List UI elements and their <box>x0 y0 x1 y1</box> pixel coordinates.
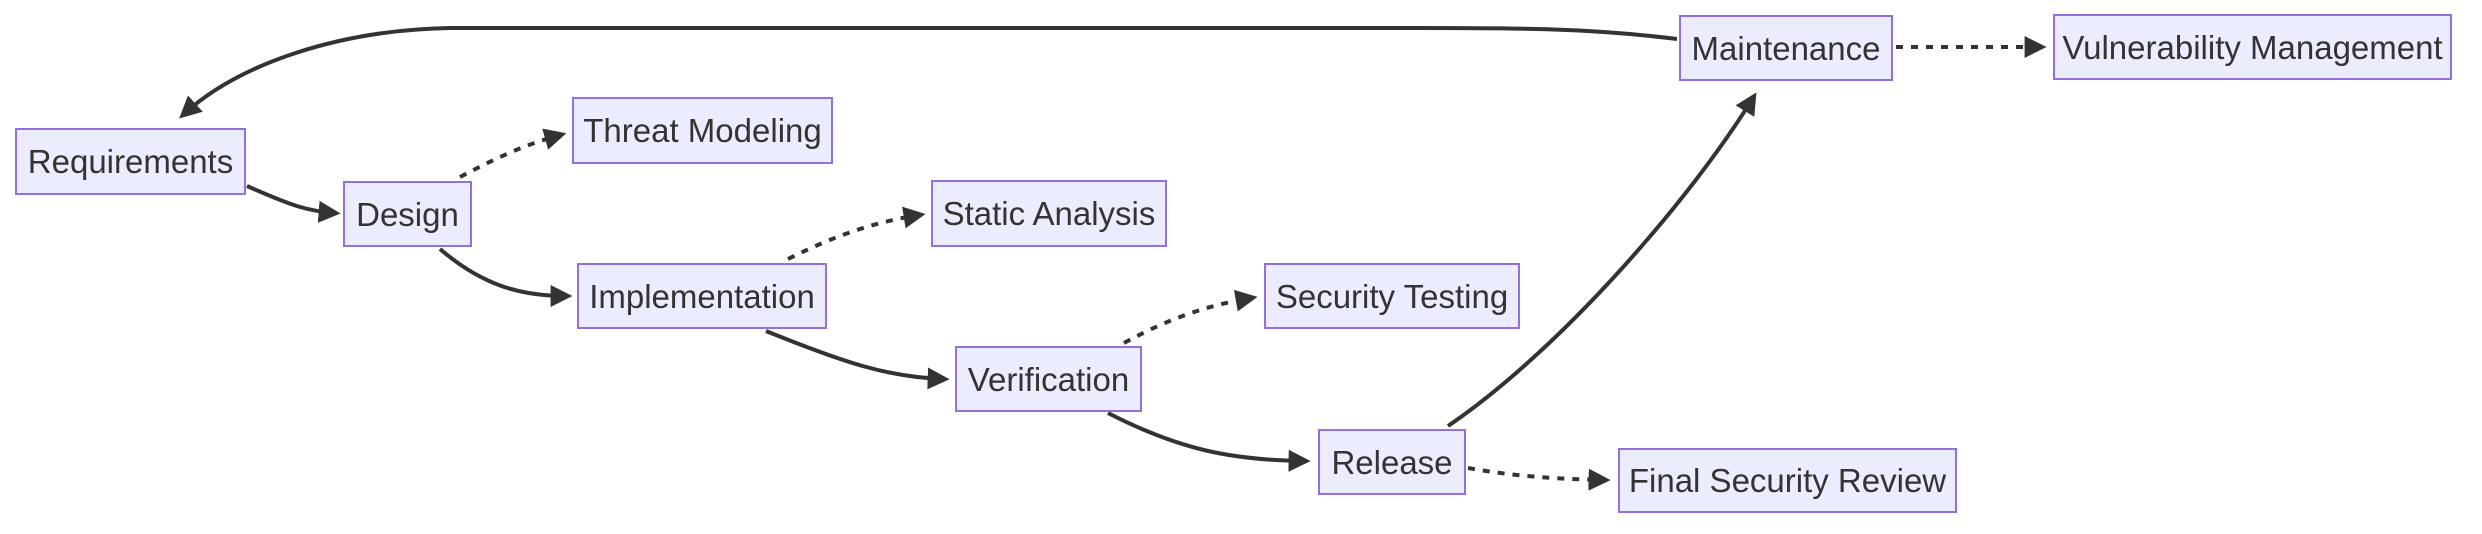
node-security-testing: Security Testing <box>1264 263 1520 329</box>
node-release: Release <box>1318 429 1466 495</box>
node-requirements: Requirements <box>15 128 246 195</box>
node-final-security-review: Final Security Review <box>1618 448 1957 513</box>
node-vulnerability-management: Vulnerability Management <box>2053 14 2452 80</box>
node-release-label: Release <box>1331 443 1453 481</box>
node-verification-label: Verification <box>967 360 1130 398</box>
node-requirements-label: Requirements <box>27 143 234 180</box>
edge-verification-security-testing <box>1123 289 1258 345</box>
edge-implementation-static-analysis <box>787 206 926 261</box>
edge-design-implementation <box>438 247 573 307</box>
edge-release-maintenance <box>1446 92 1757 428</box>
edge-implementation-verification <box>765 329 950 390</box>
edge-verification-release <box>1107 411 1311 472</box>
node-maintenance: Maintenance <box>1679 15 1893 81</box>
node-design-label: Design <box>356 195 459 233</box>
edge-maintenance-requirements <box>179 25 1678 119</box>
node-design: Design <box>343 181 472 247</box>
edge-design-threat-modeling <box>459 128 567 179</box>
node-implementation-label: Implementation <box>589 277 815 315</box>
node-security-testing-label: Security Testing <box>1275 277 1509 315</box>
node-static-analysis: Static Analysis <box>931 180 1167 247</box>
node-static-analysis-label: Static Analysis <box>942 195 1156 232</box>
node-maintenance-label: Maintenance <box>1691 29 1881 67</box>
node-implementation: Implementation <box>577 263 827 329</box>
node-verification: Verification <box>955 346 1142 412</box>
edge-release-final-security-review <box>1467 466 1611 491</box>
node-threat-modeling-label: Threat Modeling <box>583 112 822 149</box>
node-threat-modeling: Threat Modeling <box>572 97 833 164</box>
node-vulnerability-management-label: Vulnerability Management <box>2062 28 2443 66</box>
edge-requirements-design <box>246 184 341 223</box>
node-final-security-review-label: Final Security Review <box>1628 462 1947 499</box>
